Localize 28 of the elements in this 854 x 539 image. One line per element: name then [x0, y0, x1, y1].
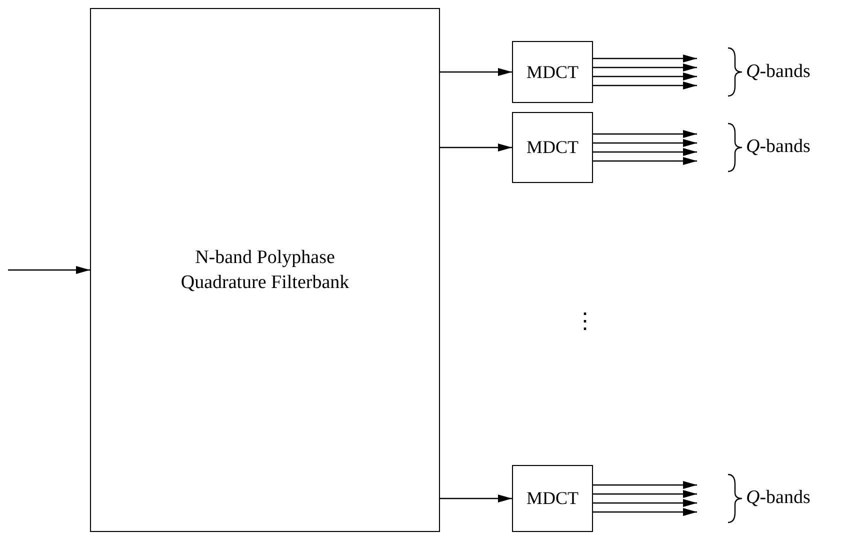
arrow: [593, 148, 697, 156]
process-box: [512, 112, 593, 183]
band-label: Q-bands: [746, 488, 810, 508]
box-label: MDCT: [526, 136, 578, 159]
arrow: [593, 139, 697, 147]
arrow: [593, 481, 697, 489]
arrow: [593, 130, 697, 138]
arrow: [593, 490, 697, 498]
process-box: [512, 41, 593, 103]
arrow: [593, 82, 697, 90]
process-box: [512, 465, 593, 532]
box-label: MDCT: [526, 60, 578, 84]
arrow: [440, 494, 512, 502]
arrow: [593, 54, 697, 62]
box-label: MDCT: [526, 487, 578, 510]
vertical-ellipsis: ⋮: [574, 307, 596, 335]
arrow: [440, 144, 512, 152]
arrow: [593, 157, 697, 165]
arrow: [593, 499, 697, 507]
arrow: [440, 68, 512, 76]
arrow: [593, 72, 697, 80]
band-label: Q-bands: [746, 62, 810, 82]
arrow: [593, 508, 697, 516]
arrow: [8, 266, 90, 274]
box-label: N-band Polyphase Quadrature Filterbank: [180, 246, 350, 295]
band-label: Q-bands: [746, 137, 810, 157]
process-box: [90, 8, 440, 532]
arrow: [593, 64, 697, 72]
